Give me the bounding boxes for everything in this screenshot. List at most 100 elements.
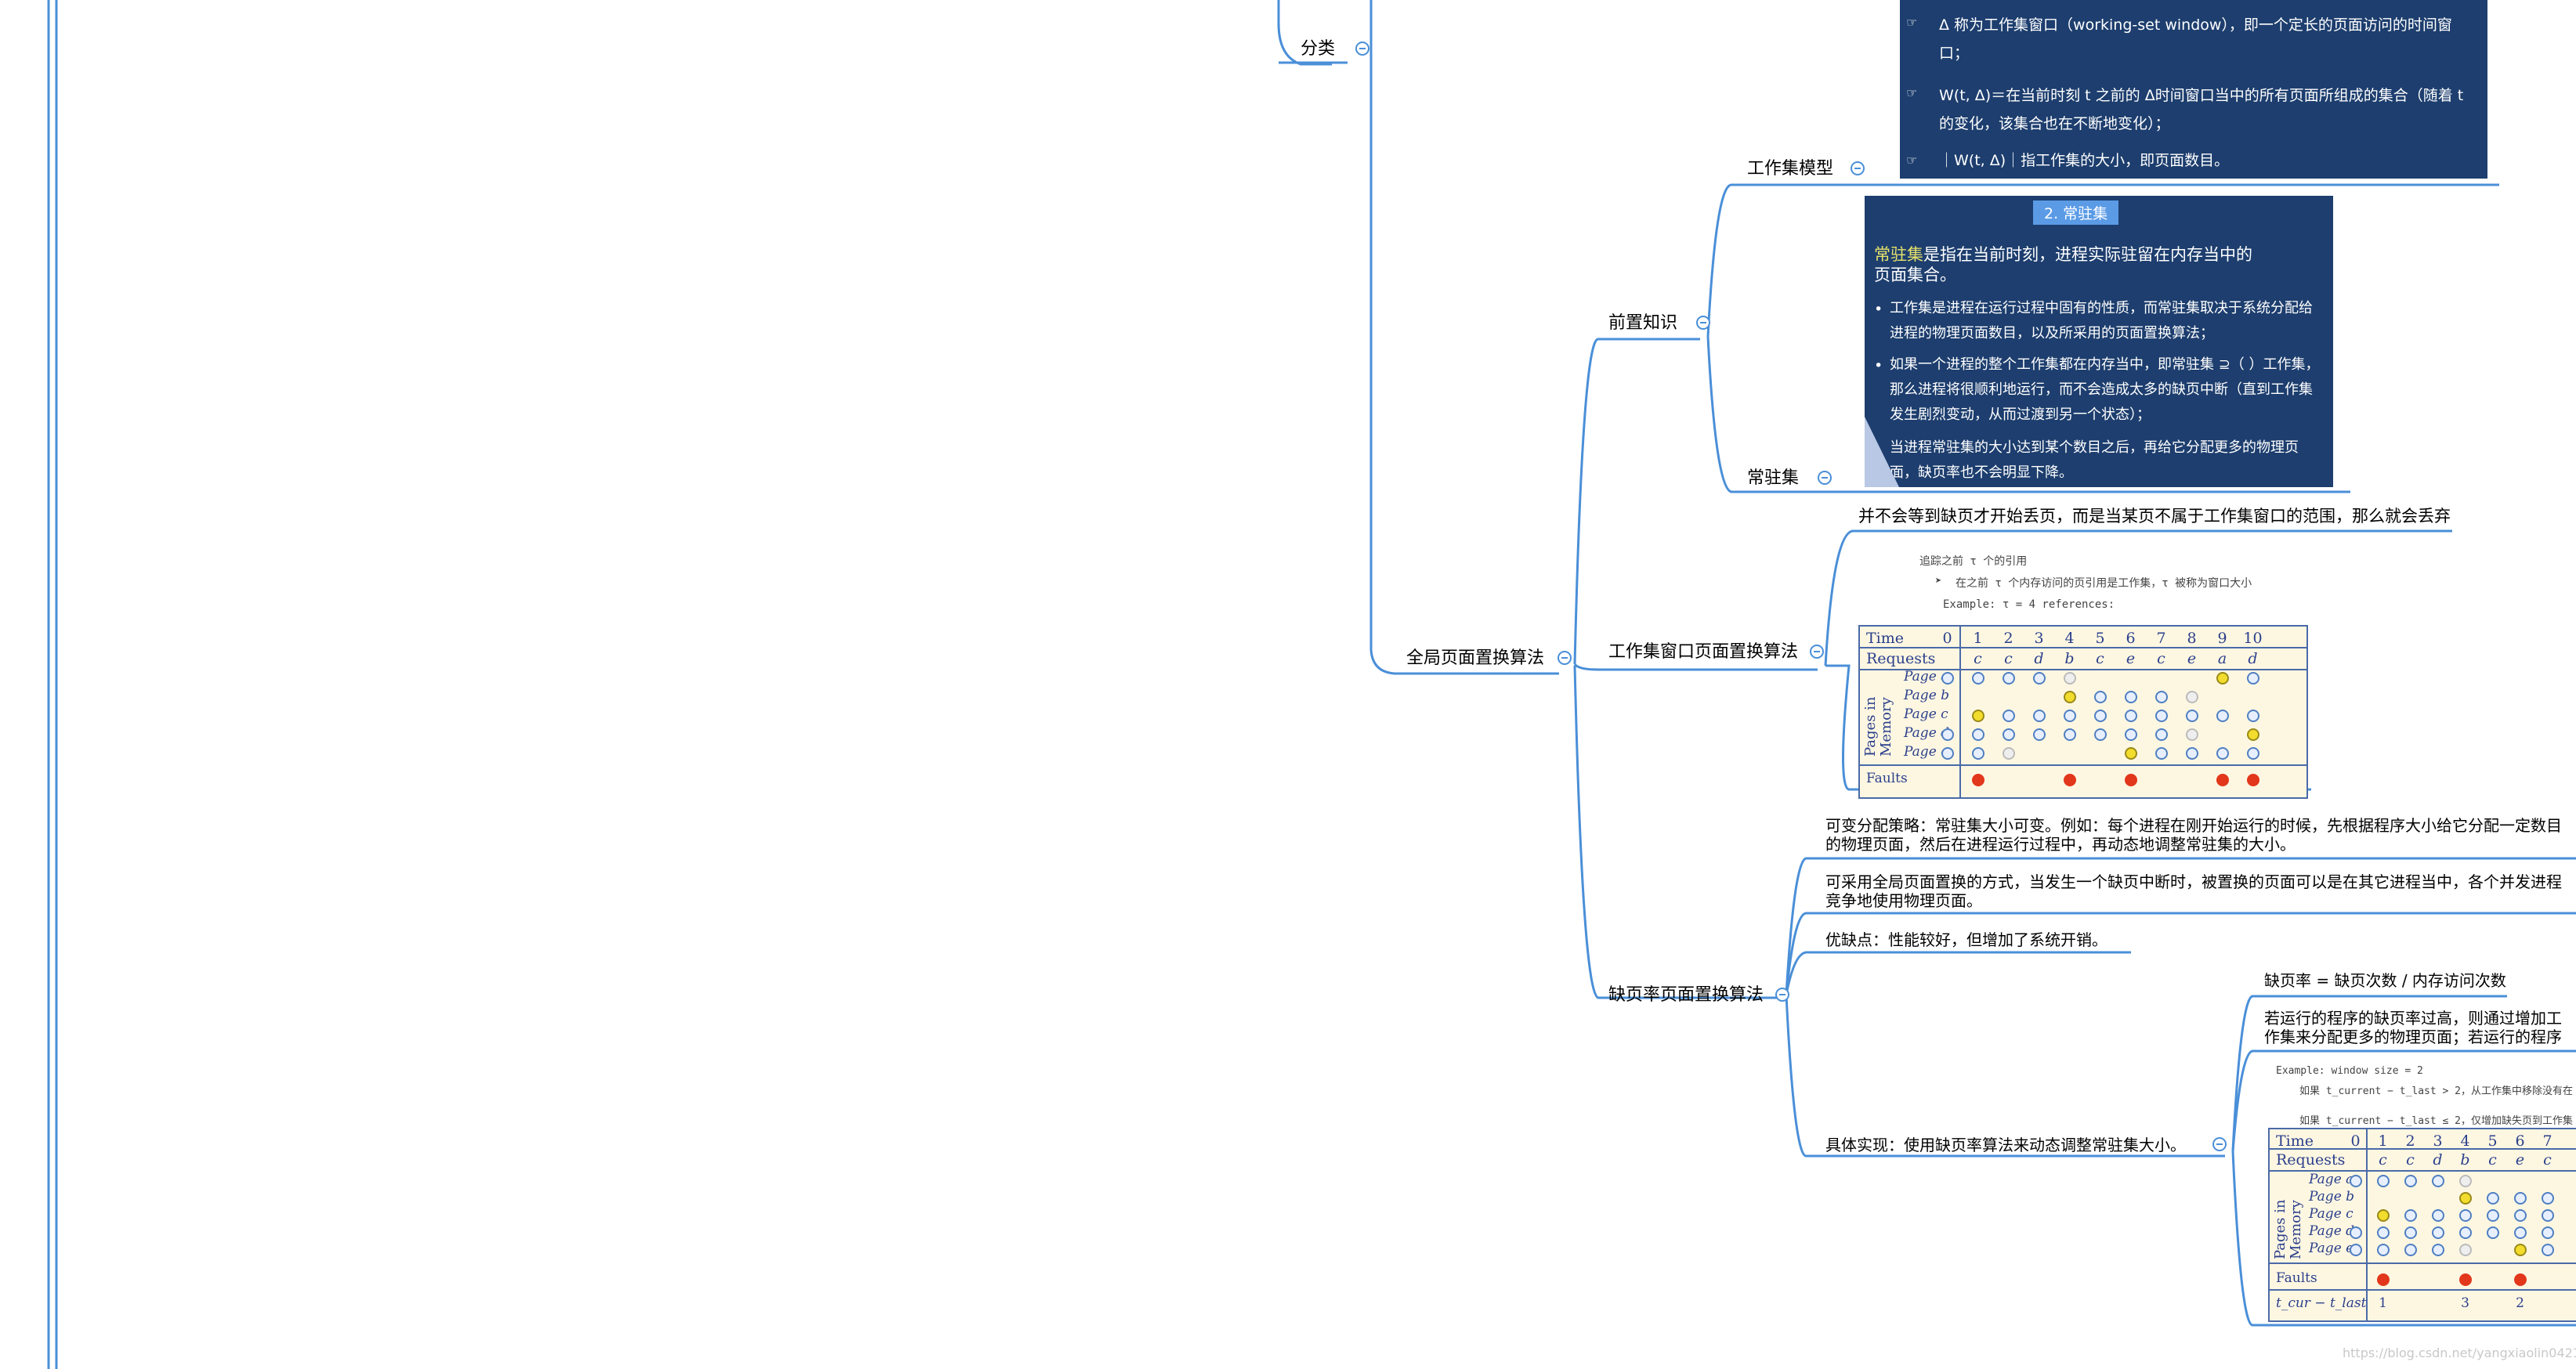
page-in-memory-icon [1941,747,1954,760]
page-in-memory-icon [2431,1226,2444,1239]
collapse-global-button[interactable] [1558,651,1572,665]
request-cell: c [2096,650,2104,667]
node-working-set-model[interactable]: 工作集模型 [1747,159,1834,179]
time-tick: 7 [2156,630,2166,647]
pff-pros-cons: 优缺点：性能较好，但增加了系统开销。 [1825,930,2107,949]
pages-in-memory-label: Pages in Memory [1862,696,1894,757]
page-in-memory-icon [2246,747,2259,760]
page-in-memory-icon [2185,747,2198,760]
table-rule [2270,1289,2576,1291]
request-cell: c [2488,1151,2497,1169]
page-curl-decoration [1865,417,1899,487]
time-tick: 2 [2003,630,2013,647]
page-in-memory-icon [1971,710,1984,722]
pff-adjust-rule: 若运行的程序的缺页率过高，则通过增加工作集来分配更多的物理页面；若运行的程序的缺… [2264,1009,2562,1046]
pff-implementation: 具体实现：使用缺页率算法来动态调整常驻集大小。 [1825,1136,2186,1154]
page-in-memory-icon [2349,1226,2362,1239]
page-in-memory-icon [2124,691,2137,703]
collapse-pff-button[interactable] [1775,988,1789,1002]
page-in-memory-icon [2002,747,2015,760]
time-tick: 6 [2126,630,2136,647]
time-tick: 8 [2187,630,2197,647]
node-fenlei[interactable]: 分类 [1301,39,1336,59]
request-cell: a [2217,650,2227,667]
page-in-memory-icon [2124,710,2137,722]
collapse-implementation-button[interactable] [2212,1137,2227,1151]
page-in-memory-icon [2404,1226,2417,1239]
resident-set-title-pill: 2. 常驻集 [2033,200,2119,225]
page-in-memory-icon [2431,1209,2444,1222]
request-cell: d [2034,650,2044,667]
page-in-memory-icon [2486,1226,2499,1239]
page-in-memory-icon [2541,1209,2554,1222]
page-in-memory-icon [2032,728,2046,741]
page-in-memory-icon [2404,1209,2417,1222]
collapse-resident-set-button[interactable] [1818,471,1832,485]
working-set-definition-image: ☞ Δ 称为工作集窗口（working-set window），即一个定长的页面… [1900,0,2487,179]
page-in-memory-icon [2431,1175,2444,1187]
table-rule [2270,1170,2576,1172]
page-in-memory-icon [2376,1175,2390,1187]
page-in-memory-icon [2541,1192,2554,1205]
fault-marker [2124,774,2137,786]
page-in-memory-icon [2431,1244,2444,1256]
table-rule [2270,1262,2576,1264]
page-in-memory-icon [2093,691,2107,703]
page-row-label: Page e [1904,744,1949,760]
resident-set-definition: 常驻集是指在当前时刻，进程实际驻留在内存当中的页面集合。 [1874,245,2252,284]
page-in-memory-icon [2376,1209,2390,1222]
pff-example-line-3: 如果 t_current − t_last ≤ 2，仅增加缺失页到工作集中 [2299,1115,2574,1127]
page-in-memory-icon [2486,1209,2499,1222]
collapse-working-set-model-button[interactable] [1851,161,1865,175]
fault-marker [2216,774,2229,786]
fault-marker [2063,774,2076,786]
time-tick: 3 [2034,630,2044,647]
page-in-memory-icon [1971,728,1984,741]
resident-bullet-1: 工作集是进程在运行过程中固有的性质，而常驻集取决于系统分配给进程的物理页面数目，… [1890,300,2313,341]
page-in-memory-icon [2185,691,2198,703]
page-in-memory-icon [2063,672,2076,684]
page-in-memory-icon [1971,747,1984,760]
node-pff-algorithm[interactable]: 缺页率页面置换算法 [1608,985,1764,1005]
requests-label: Requests [2276,1151,2346,1169]
page-in-memory-icon [1971,672,1984,684]
page-in-memory-icon [2032,672,2046,684]
page-in-memory-icon [2376,1244,2390,1256]
requests-label: Requests [1866,650,1936,667]
ws-line-3: ｜W(t, Δ)｜指工作集的大小，即页面数目。 [1939,152,2230,169]
node-ws-window-algorithm[interactable]: 工作集窗口页面置换算法 [1608,642,1799,662]
resident-set-definition-image: 2. 常驻集 常驻集是指在当前时刻，进程实际驻留在内存当中的页面集合。 • 工作… [1865,196,2333,487]
time-label: Time [1866,630,1905,647]
page-row-label: Page d [1904,725,1950,741]
time-tick: 0 [2350,1132,2361,1150]
request-cell: c [2543,1151,2552,1169]
page-in-memory-icon [2063,710,2076,722]
page-in-memory-icon [2124,728,2137,741]
collapse-prerequisite-button[interactable] [1696,316,1710,330]
collapse-fenlei-button[interactable] [1355,42,1369,56]
table-rule [1860,669,2306,670]
page-in-memory-icon [2002,710,2015,722]
time-tick: 0 [1942,630,1952,647]
diff-value: 1 [2379,1295,2387,1311]
request-cell: e [2126,650,2136,667]
collapse-ws-window-button[interactable] [1810,645,1824,659]
page-in-memory-icon [2002,672,2015,684]
page-row-label: Page a [1904,669,1949,684]
page-in-memory-icon [2349,1244,2362,1256]
page-in-memory-icon [2185,728,2198,741]
node-resident-set[interactable]: 常驻集 [1747,468,1800,488]
page-in-memory-icon [2486,1192,2499,1205]
time-tick: 5 [2095,630,2105,647]
page-row-label: Page d [2309,1223,2355,1239]
page-in-memory-icon [2246,672,2259,684]
page-in-memory-icon [2246,728,2259,741]
diff-value: 2 [2516,1295,2524,1311]
node-global-page-replacement[interactable]: 全局页面置换算法 [1406,648,1545,668]
node-prerequisite[interactable]: 前置知识 [1608,313,1678,333]
page-in-memory-icon [2093,728,2107,741]
page-row-label: Page a [2309,1172,2354,1187]
page-in-memory-icon [2032,710,2046,722]
